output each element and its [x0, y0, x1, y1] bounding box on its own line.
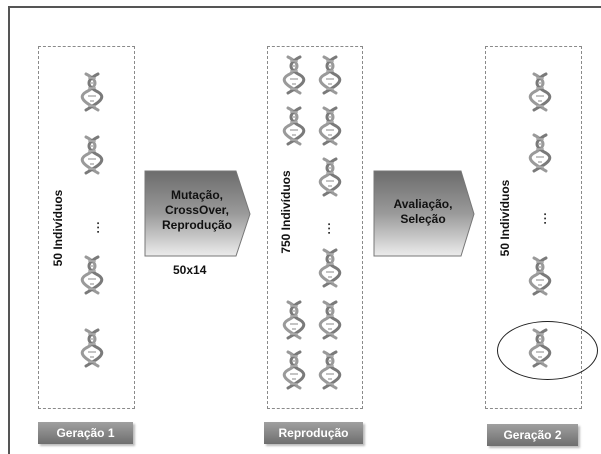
stage-label-reproducao: Reprodução [264, 422, 363, 444]
selection-line-selecao: Seleção [400, 212, 446, 226]
stage-label-geracao2: Geração 2 [487, 424, 578, 446]
operators-line-mutacao: Mutação, [170, 188, 223, 202]
dna-helix-icon [318, 106, 342, 146]
dna-helix-icon [318, 157, 342, 197]
dna-helix-icon [528, 72, 552, 112]
operators-line-crossover: CrossOver, [164, 203, 230, 217]
dna-helix-icon [282, 106, 306, 146]
selected-individual-ring [497, 321, 598, 380]
dna-helix-icon [80, 72, 104, 112]
dna-helix-icon [528, 256, 552, 296]
selection-line-avaliacao: Avaliação, [393, 197, 453, 211]
population-box-reproducao [267, 46, 363, 409]
dna-helix-icon [282, 55, 306, 95]
frame-left-border [8, 6, 10, 454]
dna-helix-icon [80, 135, 104, 175]
stage-label-geracao1: Geração 1 [38, 422, 133, 444]
operators-factor-label: 50x14 [173, 263, 207, 277]
dna-helix-icon [80, 328, 104, 368]
dna-helix-icon [282, 300, 306, 340]
dna-helix-icon [318, 248, 342, 288]
operators-step-text: Mutação, CrossOver, Reprodução [145, 188, 249, 233]
ellipsis-geracao2: ... [535, 211, 549, 225]
dna-helix-icon [282, 350, 306, 390]
dna-helix-icon [528, 133, 552, 173]
frame-top-border [8, 6, 601, 8]
dna-helix-icon [318, 350, 342, 390]
operators-line-reproducao: Reprodução [161, 218, 232, 232]
dna-helix-icon [528, 328, 552, 368]
population-count-geracao2: 50 Indivíduos [498, 179, 512, 257]
dna-helix-icon [80, 255, 104, 295]
dna-helix-icon [318, 300, 342, 340]
dna-helix-icon [318, 55, 342, 95]
selection-step-text: Avaliação, Seleção [374, 197, 472, 227]
